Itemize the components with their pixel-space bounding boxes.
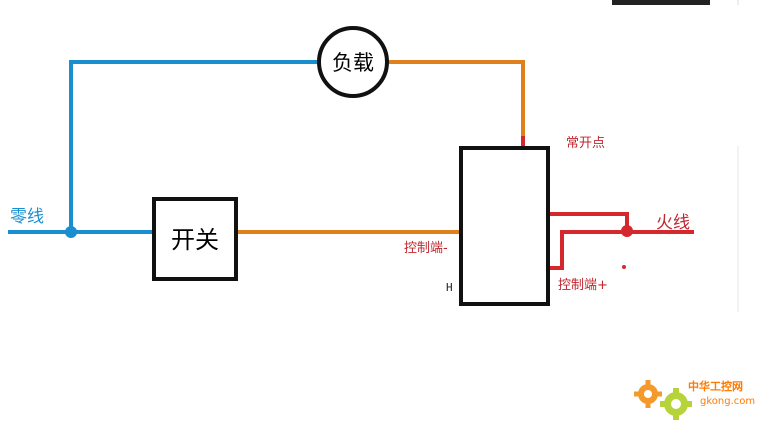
neutral-branch-wire xyxy=(69,60,320,232)
normally-open-label: 常开点 xyxy=(566,136,605,151)
control-plus-label: 控制端+ xyxy=(558,278,608,293)
watermark-logo: 中华工控网 gkong.com xyxy=(634,379,755,420)
gear-icon xyxy=(634,380,662,408)
live-wire xyxy=(548,230,694,270)
neutral-junction xyxy=(65,226,77,238)
live-label: 火线 xyxy=(656,213,690,233)
control-minus-label: 控制端- xyxy=(404,241,448,256)
live-junction xyxy=(621,225,633,237)
relay-mark: H xyxy=(446,281,453,294)
neutral-label: 零线 xyxy=(10,207,44,227)
load-wire xyxy=(388,60,525,136)
stray-dot xyxy=(622,265,626,269)
switch-box xyxy=(152,197,238,281)
live-wire-top xyxy=(544,212,629,232)
load-label: 负载 xyxy=(332,51,374,75)
watermark-en: gkong.com xyxy=(700,396,755,407)
load-circle xyxy=(317,26,389,98)
gear-icon xyxy=(660,388,692,420)
top-artifact xyxy=(612,0,710,5)
switch-label: 开关 xyxy=(171,226,219,254)
watermark-cn: 中华工控网 xyxy=(688,379,743,393)
relay-box xyxy=(459,146,550,306)
